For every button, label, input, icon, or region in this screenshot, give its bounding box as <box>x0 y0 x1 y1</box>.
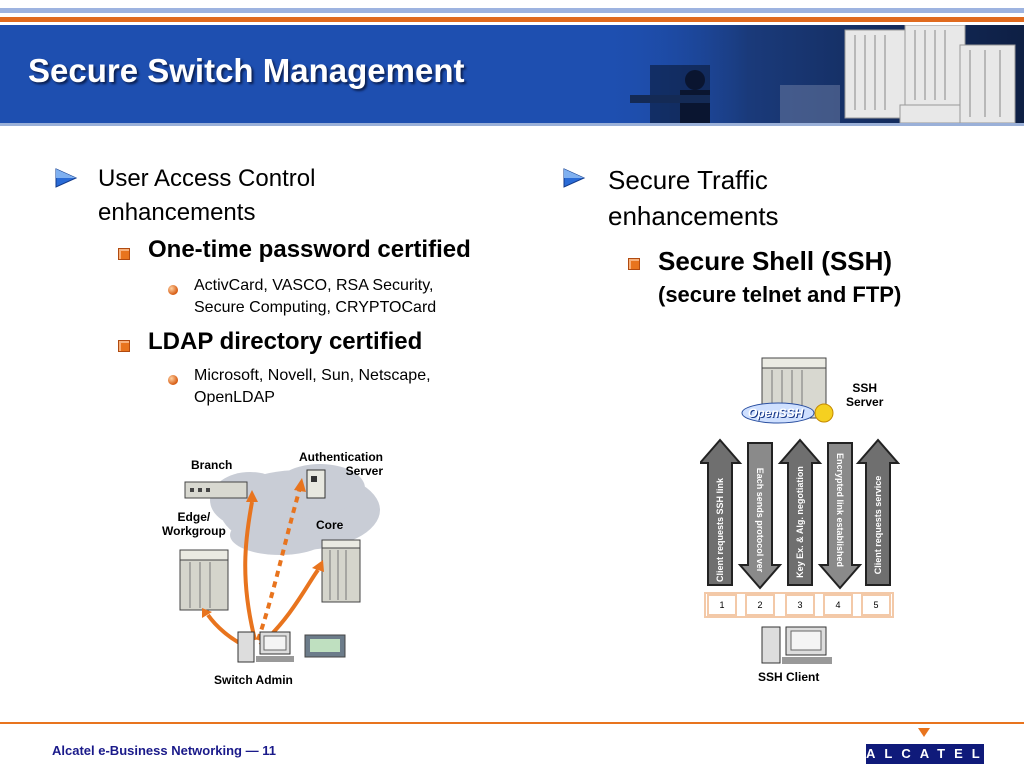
label-ssh-server-line2: Server <box>846 395 884 409</box>
laptop-icon <box>304 634 346 658</box>
arrow-label-4: Encrypted link established <box>835 452 845 568</box>
header-stripe <box>0 17 1024 22</box>
alcatel-logo: ALCATEL <box>866 744 984 764</box>
label-auth-line1: Authentication <box>299 450 383 464</box>
label-ssh-server: SSH Server <box>846 381 883 409</box>
ssh-item: Secure Shell (SSH) (secure telnet and FT… <box>658 244 901 312</box>
arrow-label-2: Each sends protocol ver <box>755 467 765 573</box>
arrow-label-1: Client requests SSH link <box>715 477 725 583</box>
step-bar <box>704 592 894 618</box>
header-stripe <box>0 0 1024 8</box>
square-bullet-icon <box>628 258 640 270</box>
ssh-diagram <box>700 357 900 664</box>
label-switch-admin: Switch Admin <box>214 673 293 687</box>
step-box: 5 <box>861 594 891 616</box>
label-edge-line1: Edge/ <box>177 510 211 524</box>
dot-bullet-icon <box>168 285 178 295</box>
openssh-logo-icon <box>741 402 834 424</box>
ldap-sub-line1: Microsoft, Novell, Sun, Netscape, <box>194 367 431 384</box>
right-heading-line2: enhancements <box>608 201 779 231</box>
header-banner: Secure Switch Management <box>0 0 1024 126</box>
step-box: 1 <box>707 594 737 616</box>
label-edge-line2: Workgroup <box>162 524 226 538</box>
left-heading: User Access Control enhancements <box>98 162 315 230</box>
label-core: Core <box>316 518 344 532</box>
left-heading-line2: enhancements <box>98 199 256 226</box>
arrow-label-5: Client requests service <box>873 475 883 575</box>
footer-marker-icon <box>918 728 930 737</box>
header-stripe <box>0 8 1024 13</box>
square-bullet-icon <box>118 248 130 260</box>
protocol-arrows <box>700 438 900 590</box>
header-photo-icon <box>600 25 1024 123</box>
arrow-bullet-icon <box>563 168 586 188</box>
otp-sub-line2: Secure Computing, CRYPTOCard <box>194 299 437 316</box>
square-bullet-icon <box>118 340 130 352</box>
ldap-sub-line2: OpenLDAP <box>194 389 275 406</box>
header-stripe <box>0 22 1024 25</box>
ldap-sub: Microsoft, Novell, Sun, Netscape, OpenLD… <box>194 365 431 409</box>
ssh-item-line1: Secure Shell (SSH) <box>658 246 893 276</box>
auth-server-icon <box>306 469 326 499</box>
label-auth-server: Authentication Server <box>283 450 383 478</box>
arrow-label-3: Key Ex. & Alg. negotiation <box>795 466 805 578</box>
branch-router-icon <box>184 481 248 499</box>
step-box: 2 <box>745 594 775 616</box>
ssh-item-line2: (secure telnet and FTP) <box>658 282 902 307</box>
step-box: 4 <box>823 594 853 616</box>
label-auth-line2: Server <box>345 464 383 478</box>
dot-bullet-icon <box>168 375 178 385</box>
footer-divider <box>0 722 1024 724</box>
ldap-item: LDAP directory certified <box>148 328 423 355</box>
network-diagram <box>179 464 380 663</box>
arrow-bullet-icon <box>55 168 78 188</box>
page-title: Secure Switch Management <box>28 52 465 89</box>
otp-item: One-time password certified <box>148 236 471 263</box>
core-switch-icon <box>321 539 361 603</box>
header-divider <box>0 123 1024 126</box>
left-heading-line1: User Access Control <box>98 165 316 192</box>
computer-icon <box>237 631 294 663</box>
header-stripe <box>0 13 1024 17</box>
otp-sub-line1: ActivCard, VASCO, RSA Security, <box>194 277 434 294</box>
step-box: 3 <box>785 594 815 616</box>
otp-sub: ActivCard, VASCO, RSA Security, Secure C… <box>194 275 436 319</box>
openssh-label: OpenSSH <box>748 406 804 420</box>
right-heading: Secure Traffic enhancements <box>608 162 779 234</box>
label-ssh-client: SSH Client <box>758 670 820 684</box>
edge-switch-icon <box>179 549 229 611</box>
label-branch: Branch <box>191 458 233 472</box>
label-edge: Edge/ Workgroup <box>162 510 226 538</box>
computer-icon <box>761 626 832 664</box>
label-ssh-server-line1: SSH <box>852 381 878 395</box>
right-heading-line1: Secure Traffic <box>608 165 768 195</box>
footer-text: Alcatel e-Business Networking — 11 <box>52 743 276 758</box>
